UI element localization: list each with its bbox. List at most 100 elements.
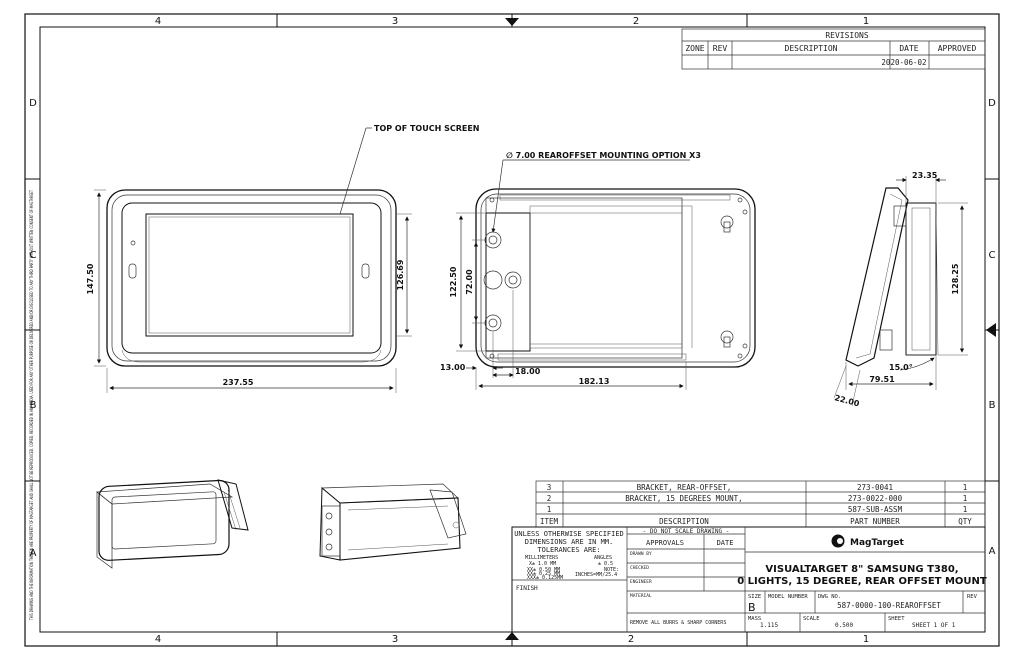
bom-row-1-description: BRACKET, REAR-OFFSET, <box>637 483 732 492</box>
bom-header-qty: QTY <box>958 517 972 526</box>
rev-header-zone: ZONE <box>685 44 704 53</box>
bom-row-2-part: 273-0022-000 <box>848 494 903 503</box>
finish-label: FINISH <box>516 585 538 592</box>
engineer-label: ENGINEER <box>630 579 652 585</box>
side-top-depth: 23.35 <box>912 171 938 180</box>
zone-left-a: A <box>30 548 37 559</box>
rear-width: 182.13 <box>579 377 610 386</box>
zone-top-4: 4 <box>155 16 161 27</box>
size-label: SIZE <box>748 594 761 600</box>
side-view-dimensions: 23.35 128.25 15.0° 79.51 22.00 <box>833 171 968 409</box>
rev-header-date: DATE <box>899 44 918 53</box>
zone-left-d: D <box>29 98 37 109</box>
rear-offset-b: 18.00 <box>515 367 541 376</box>
tol-line-3: TOLERANCES ARE: <box>537 546 600 554</box>
drawing-title-line-2: 0 LIGHTS, 15 DEGREE, REAR OFFSET MOUNT <box>737 576 987 587</box>
rear-offset-left: 13.00 <box>440 363 466 372</box>
iso-view-rear <box>319 483 467 561</box>
bom-row-3-qty: 1 <box>963 505 968 514</box>
side-base-depth: 79.51 <box>869 375 895 384</box>
drawing-title-line-1: VISUALTARGET 8" SAMSUNG T380, <box>765 564 958 575</box>
center-mark-bottom-icon <box>505 632 519 640</box>
center-mark-top-icon <box>505 18 519 26</box>
side-note: THIS DRAWING AND THE INFORMATION THEREIN… <box>29 190 35 621</box>
mass-label: MASS <box>748 616 761 622</box>
revisions-title: REVISIONS <box>825 31 869 40</box>
approvals-label: APPROVALS <box>646 539 684 547</box>
tol-line-2: DIMENSIONS ARE IN MM. <box>525 538 614 546</box>
dwg-no-label: DWG NO. <box>818 594 841 600</box>
approvals-date-label: DATE <box>717 539 734 547</box>
do-not-scale: - DO NOT SCALE DRAWING - <box>643 528 730 535</box>
front-width: 237.55 <box>223 378 254 387</box>
rev-row-date: 2020-06-02 <box>881 58 926 67</box>
rev-header-rev: REV <box>713 44 728 53</box>
bom-row-1-part: 273-0041 <box>857 483 893 492</box>
dwg-no-value: 587-0000-100-REAROFFSET <box>837 601 941 610</box>
front-callout: TOP OF TOUCH SCREEN <box>374 124 479 133</box>
bom-row-2-qty: 1 <box>963 494 968 503</box>
model-number-label: MODEL NUMBER <box>768 594 808 600</box>
bom-header-part-number: PART NUMBER <box>850 517 900 526</box>
side-height: 128.25 <box>951 263 960 294</box>
rear-view-dimensions: ∅ 7.00 REAROFFSET MOUNTING OPTION X3 122… <box>440 151 701 390</box>
tol-line-1: UNLESS OTHERWISE SPECIFIED <box>514 530 624 538</box>
bom-row-2-description: BRACKET, 15 DEGREES MOUNT, <box>625 494 742 503</box>
rear-callout: ∅ 7.00 REAROFFSET MOUNTING OPTION X3 <box>506 151 701 160</box>
checked-label: CHECKED <box>630 565 649 571</box>
company-name: MagTarget <box>850 538 905 548</box>
rear-view <box>475 188 756 368</box>
tol-line-7: ± 0.5 <box>598 561 613 567</box>
bom-row-1-item: 3 <box>547 483 552 492</box>
revisions-table: REVISIONS ZONE REV DESCRIPTION DATE APPR… <box>681 28 986 70</box>
zone-bottom-1: 1 <box>863 634 869 645</box>
rear-height-outer: 122.50 <box>449 266 458 297</box>
sheet-value: SHEET 1 OF 1 <box>912 622 956 629</box>
zone-left-c: C <box>30 250 37 261</box>
burrs-note: REMOVE ALL BURRS & SHARP CORNERS <box>630 620 726 626</box>
tol-line-12: INCHES=MM/25.4 <box>575 572 617 578</box>
sheet-label: SHEET <box>888 616 905 622</box>
zone-top-2: 2 <box>633 16 639 27</box>
scale-label: SCALE <box>803 616 820 622</box>
center-mark-right-icon <box>986 323 996 337</box>
zone-right-d: D <box>988 98 996 109</box>
bom-row-2-item: 2 <box>547 494 552 503</box>
rev-label: REV <box>967 594 978 600</box>
material-label: MATERIAL <box>630 593 652 599</box>
zone-top-1: 1 <box>863 16 869 27</box>
scale-value: 0.500 <box>835 622 853 629</box>
zone-right-a: A <box>989 546 996 557</box>
zone-top-3: 3 <box>392 16 398 27</box>
rev-header-description: DESCRIPTION <box>785 44 838 53</box>
zone-labels: 4 3 2 1 4 3 2 1 D C B A D C B A <box>29 16 996 645</box>
side-angle: 15.0° <box>889 363 913 372</box>
title-block: UNLESS OTHERWISE SPECIFIED DIMENSIONS AR… <box>511 526 987 633</box>
rev-header-approved: APPROVED <box>938 44 977 53</box>
bom-header-description: DESCRIPTION <box>659 517 709 526</box>
front-view-dimensions: 147.50 126.69 237.55 TOP OF TOUCH SCREEN <box>86 124 479 393</box>
mass-value: 1.115 <box>760 622 778 629</box>
zone-right-c: C <box>989 250 996 261</box>
bom-row-3-part: 587-SUB-ASSM <box>848 505 903 514</box>
iso-view-front <box>96 479 249 569</box>
zone-bottom-4: 4 <box>155 634 161 645</box>
tol-line-8: XX± 0.50 MM <box>527 567 560 573</box>
bom-table: 3 BRACKET, REAR-OFFSET, 273-0041 1 2 BRA… <box>535 480 986 528</box>
tol-line-6: X± 1.0 MM <box>529 561 556 567</box>
tol-line-10: NOTE: <box>604 567 619 573</box>
front-view <box>106 189 397 367</box>
size-value: B <box>748 601 756 614</box>
front-height-outer: 147.50 <box>86 263 95 294</box>
tol-line-5: ANGLES <box>594 555 612 561</box>
tol-line-4: MILLIMETERS <box>525 555 558 561</box>
drawn-by-label: DRAWN BY <box>630 551 652 557</box>
side-view <box>845 187 939 367</box>
zone-right-b: B <box>989 400 996 411</box>
side-thickness: 22.00 <box>833 393 860 408</box>
zone-left-b: B <box>30 400 37 411</box>
bom-row-3-item: 1 <box>547 505 552 514</box>
zone-bottom-2: 2 <box>628 634 634 645</box>
rear-height-inner: 72.00 <box>465 269 474 295</box>
